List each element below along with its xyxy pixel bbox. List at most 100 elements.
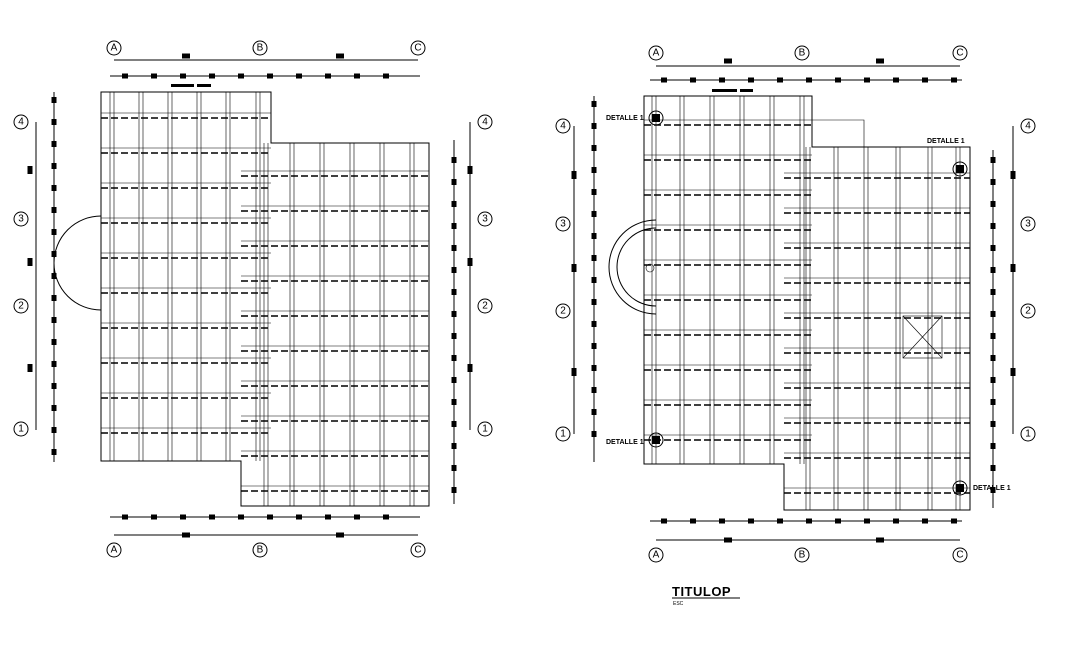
dimension-tick [1010,368,1016,376]
dimension-tick [325,514,331,520]
right-row-4-right: 4 [1020,118,1036,134]
svg-text:4: 4 [18,117,24,128]
dimension-tick [51,427,57,433]
dimension-tick [51,449,57,455]
dimension-tick [690,77,696,83]
left-plan: A B C A B C 4 3 2 1 4 3 2 1 [13,40,493,558]
left-row-3: 3 [13,211,29,227]
left-row-4: 4 [13,114,29,130]
dimension-tick [922,518,928,524]
left-bot-col-A: A [106,542,122,558]
dimension-tick [571,264,577,272]
dimension-tick [591,343,597,349]
left-top-col-A: A [106,40,122,56]
left-top-col-C: C [410,40,426,56]
detail-label-top-right: DETALLE 1 [927,138,965,145]
right-bot-col-A: A [648,547,664,563]
svg-text:B: B [799,48,806,59]
dimension-tick [27,166,33,174]
dimension-tick [451,421,457,427]
dimension-tick [238,514,244,520]
left-row-4-right: 4 [477,114,493,130]
dimension-tick [51,405,57,411]
dimension-tick [571,171,577,179]
dimension-tick [51,141,57,147]
right-bot-col-B: B [794,547,810,563]
dimension-tick [354,514,360,520]
detail-spot-top-right [952,161,968,177]
dimension-tick [990,245,996,251]
dimension-tick [835,518,841,524]
svg-text:1: 1 [560,429,566,440]
dimension-tick [864,518,870,524]
svg-text:2: 2 [482,301,488,312]
svg-text:C: C [414,545,421,556]
dimension-tick [51,295,57,301]
dimension-tick [336,532,344,538]
dimension-tick [990,267,996,273]
svg-text:B: B [257,545,264,556]
dimension-tick [451,223,457,229]
dimension-tick [451,267,457,273]
dimension-tick [719,77,725,83]
dimension-tick [451,157,457,163]
dimension-tick [296,73,302,79]
dimension-tick [990,377,996,383]
svg-text:A: A [111,545,118,556]
right-row-2: 2 [555,303,571,319]
dimension-tick [777,77,783,83]
dimension-tick [806,77,812,83]
dimension-tick [951,77,957,83]
right-top-col-B: B [794,45,810,61]
detail-spot-bottom-left [648,432,664,448]
dimension-tick [451,201,457,207]
dimension-tick [591,299,597,305]
dimension-tick [591,211,597,217]
dimension-tick [591,321,597,327]
dimension-tick [51,251,57,257]
dimension-tick [876,537,884,543]
dimension-tick [591,233,597,239]
svg-text:3: 3 [560,219,566,230]
dimension-tick [591,387,597,393]
svg-text:2: 2 [1025,306,1031,317]
left-row-3-right: 3 [477,211,493,227]
dimension-tick [209,514,215,520]
dimension-tick [451,377,457,383]
dimension-tick [591,255,597,261]
detail-spot-top-left [648,110,664,126]
detail-label-bottom-right: DETALLE 1 [973,485,1011,492]
dimension-tick [451,245,457,251]
dimension-tick [990,179,996,185]
dimension-tick [451,333,457,339]
dimension-tick [571,368,577,376]
dimension-tick [296,514,302,520]
dimension-tick [990,311,996,317]
dimension-tick [51,207,57,213]
right-row-3: 3 [555,216,571,232]
dimension-tick [51,97,57,103]
left-row-1-right: 1 [477,421,493,437]
dimension-tick [51,317,57,323]
svg-text:A: A [653,48,660,59]
right-bot-col-C: C [952,547,968,563]
dimension-tick [591,431,597,437]
dimension-tick [864,77,870,83]
svg-text:B: B [257,43,264,54]
svg-text:3: 3 [18,214,24,225]
dimension-tick [122,73,128,79]
dimension-tick [724,537,732,543]
dimension-tick [990,201,996,207]
dimension-tick [451,487,457,493]
right-row-3-right: 3 [1020,216,1036,232]
dimension-tick [354,73,360,79]
svg-text:1: 1 [18,424,24,435]
dimension-tick [990,355,996,361]
svg-text:4: 4 [482,117,488,128]
dimension-tick [806,518,812,524]
dimension-tick [777,518,783,524]
dimension-tick [661,518,667,524]
dimension-tick [591,101,597,107]
dimension-tick [835,77,841,83]
dimension-tick [451,311,457,317]
